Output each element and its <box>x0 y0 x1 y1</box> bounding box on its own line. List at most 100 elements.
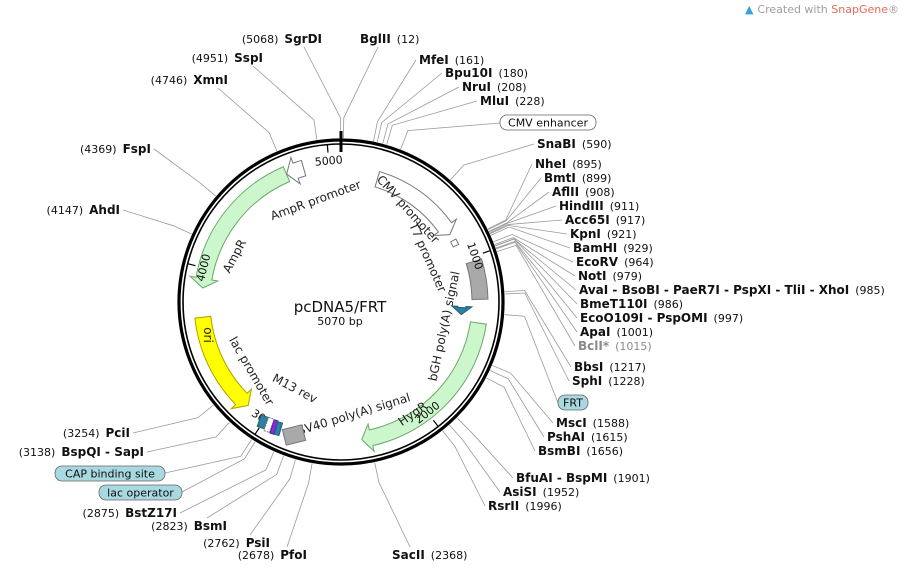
boxed-label-frame <box>499 114 597 131</box>
leader-line <box>489 224 568 235</box>
site-position: (4951) <box>192 52 229 65</box>
leader-line <box>146 422 230 453</box>
site-name: ApaI <box>580 325 610 339</box>
site-psii: PsiI(2762) <box>203 536 270 550</box>
site-position: (917) <box>616 214 646 227</box>
site-name: BbsI <box>574 360 603 374</box>
leader-line <box>494 238 578 305</box>
site-bsmi: BsmI(2823) <box>151 519 227 533</box>
leader-line <box>217 87 278 152</box>
plasmid-size: 5070 bp <box>317 315 362 328</box>
site-bbsi: BbsI(1217) <box>574 360 646 374</box>
site-kpni: KpnI(921) <box>570 227 637 241</box>
leader-line <box>504 290 572 368</box>
tick-mark <box>482 250 491 254</box>
site-name: NruI <box>462 80 491 94</box>
site-position: (929) <box>623 242 653 255</box>
site-snabi: SnaBI (590) <box>537 137 612 151</box>
credit-prefix: Created with <box>757 3 828 16</box>
site-position: (1901) <box>613 472 650 485</box>
site-position: (964) <box>624 256 654 269</box>
leader-line <box>504 314 559 404</box>
site-position: (5068) <box>242 33 279 46</box>
site-position: (997) <box>714 312 744 325</box>
site-avai-bsobi-paer7i-pspxi-tlii-xhoi: AvaI - BsoBI - PaeR7I - PspXI - TliI - X… <box>579 283 885 297</box>
site-position: (908) <box>585 186 615 199</box>
leader-line <box>495 240 578 319</box>
leader-line <box>206 455 285 519</box>
site-name: KpnI <box>570 227 601 241</box>
site-name: AhdI <box>89 203 120 217</box>
leader-line <box>386 100 478 145</box>
leader-line <box>488 191 550 232</box>
site-nrui: NruI(208) <box>462 80 527 94</box>
site-name: BspQI - SapI <box>61 445 144 459</box>
tick-mark <box>432 419 439 427</box>
leader-line <box>442 430 486 507</box>
site-position: (895) <box>572 158 602 171</box>
leader-line <box>456 417 514 479</box>
site-name: BmeT110I <box>580 297 648 311</box>
site-position: (899) <box>582 172 612 185</box>
boxed-label-text: FRT <box>563 397 583 410</box>
site-bpu10i: Bpu10I(180) <box>445 66 528 80</box>
boxed-label-text: CMV enhancer <box>508 117 588 130</box>
site-mfei: MfeI(161) <box>419 53 484 67</box>
site-name: SspI <box>234 51 263 65</box>
site-position: (4369) <box>80 143 117 156</box>
site-position: (985) <box>855 284 885 297</box>
site-position: (590) <box>582 138 612 151</box>
feature-arrows <box>188 155 489 453</box>
site-name: BstZ17I <box>125 506 177 520</box>
leader-line <box>303 46 341 139</box>
tick-mark <box>254 427 260 435</box>
site-ahdi: AhdI(4147) <box>47 203 120 217</box>
small-features <box>256 414 307 446</box>
site-position: (3138) <box>19 446 56 459</box>
site-position: (1588) <box>593 417 630 430</box>
site-pfoi: PfoI(2678) <box>238 548 307 562</box>
site-sspi: SspI (4951) <box>192 51 263 65</box>
site-name: BfuAI - BspMI <box>516 471 607 485</box>
site-name: SnaBI <box>537 137 576 151</box>
label-m13-rev: M13 rev <box>270 371 319 406</box>
site-apai: ApaI (1001) <box>580 325 653 339</box>
site-name: HindIII <box>559 199 604 213</box>
site-name: Acc65I <box>565 213 610 227</box>
site-bamhi: BamHI(929) <box>573 241 653 255</box>
feature-frt <box>450 305 474 316</box>
site-bglii: BglII(12) <box>360 32 419 46</box>
boxed-label-cap-binding-site: CAP binding site <box>54 465 166 482</box>
site-name: PciI <box>106 426 131 440</box>
leader-line <box>450 143 535 181</box>
site-bcli-: BclI*(1015) <box>578 339 652 353</box>
leader-line <box>449 424 501 493</box>
feature-bgh-poly-a-signal <box>465 258 489 300</box>
site-bmet110i: BmeT110I(986) <box>580 297 683 311</box>
site-position: (161) <box>455 54 485 67</box>
leader-line <box>493 233 574 263</box>
site-pshai: PshAI(1615) <box>547 430 628 444</box>
leader-line <box>400 122 501 150</box>
site-bspqi-sapi: BspQI - SapI (3138) <box>19 445 144 459</box>
leader-line <box>181 441 256 493</box>
leader-line <box>487 163 533 230</box>
site-name: PshAI <box>547 430 585 444</box>
leader-line <box>490 226 571 249</box>
plasmid-backbone <box>177 131 505 466</box>
site-ecoo109i-pspomi: EcoO109I - PspOMI(997) <box>580 311 743 325</box>
site-name: BsmBI <box>538 444 580 458</box>
feature-hygr <box>361 321 487 453</box>
leader-line <box>486 377 536 452</box>
site-position: (2678) <box>238 549 275 562</box>
boxed-label-text: lac operator <box>107 487 174 500</box>
leader-line <box>489 219 563 234</box>
leader-line <box>374 462 411 548</box>
site-fspi: FspI(4369) <box>80 142 151 156</box>
leader-line <box>504 292 570 382</box>
boxed-label-lac-operator: lac operator <box>98 484 183 501</box>
leader-line <box>373 59 417 142</box>
site-position: (1001) <box>616 326 653 339</box>
feature-sv40-polya <box>281 424 307 446</box>
